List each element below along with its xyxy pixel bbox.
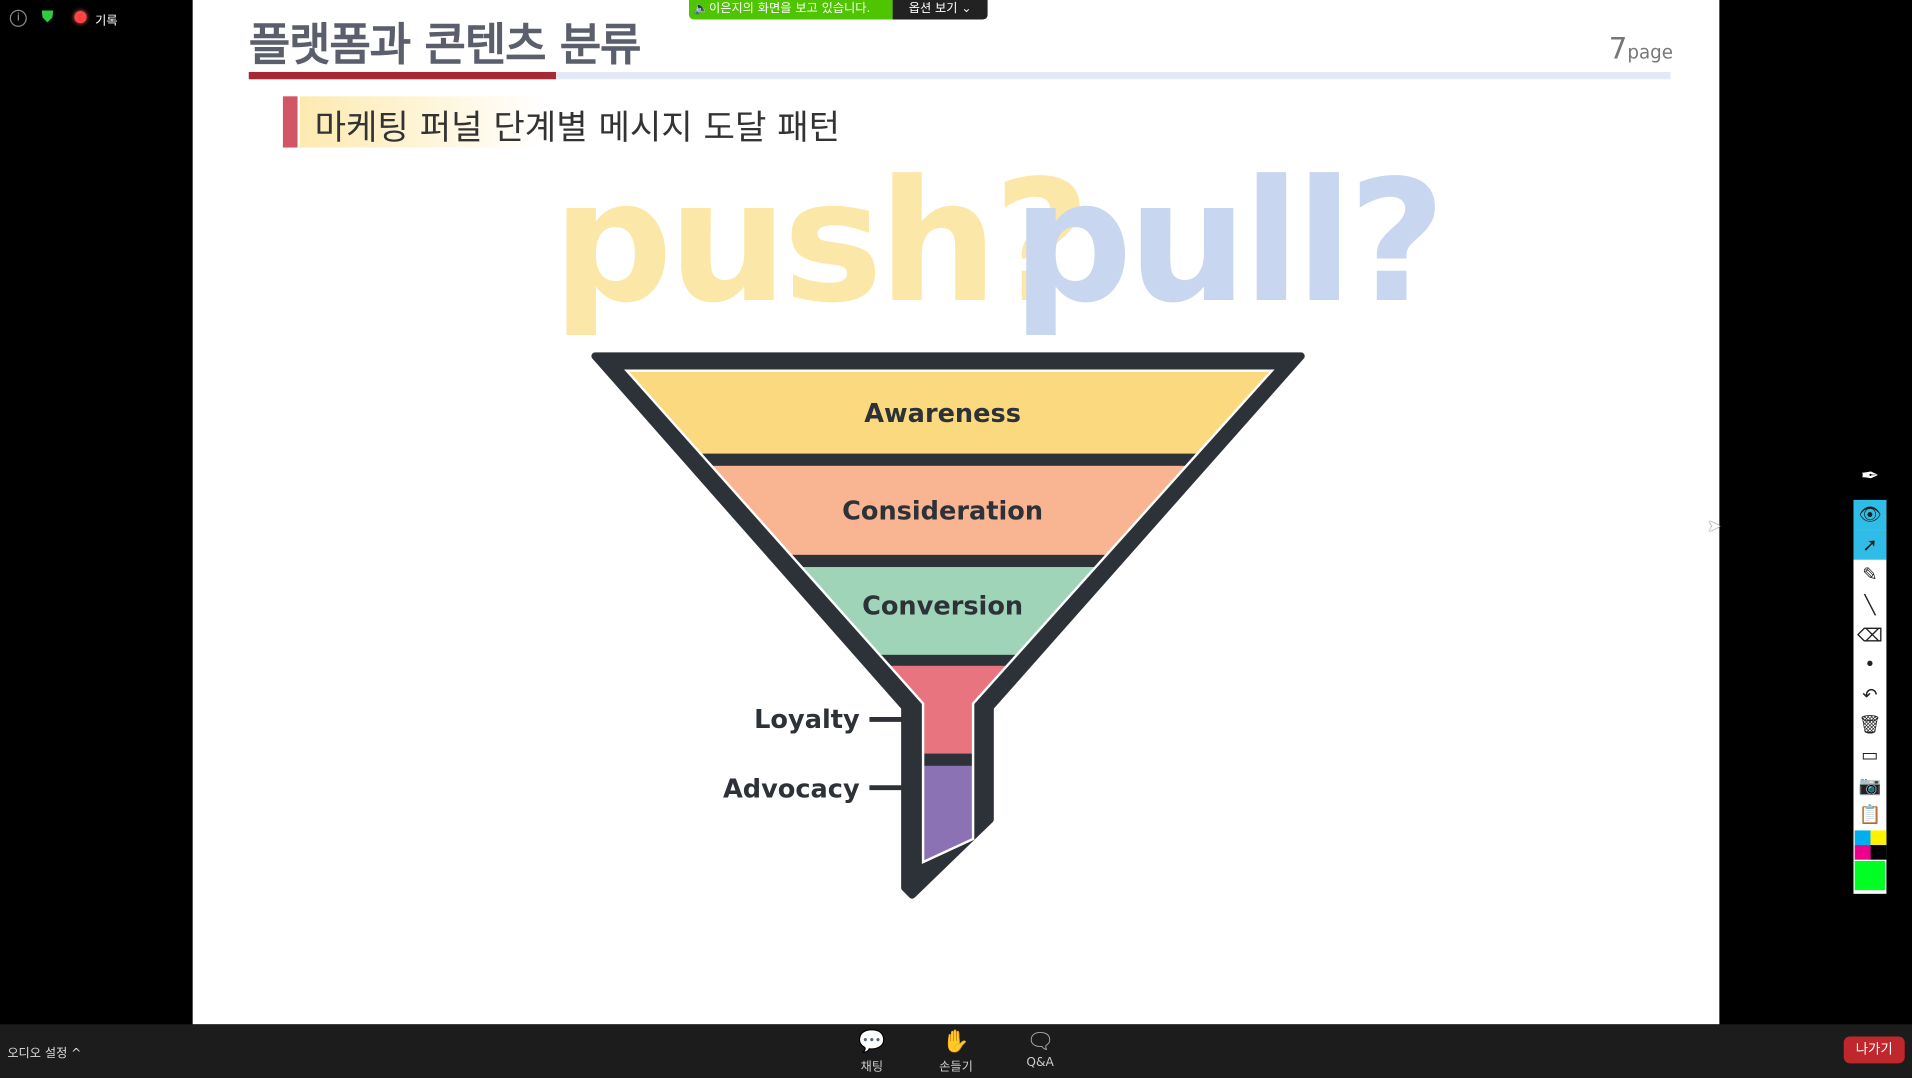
annotate-pen-icon[interactable]: ✒ [1860,463,1880,489]
funnel-inner-outline [624,369,1275,865]
color-cyan[interactable] [1854,829,1871,845]
color-magenta[interactable] [1854,844,1871,860]
funnel-diagram: Awareness Consideration Conversion Loyal… [591,352,1305,899]
qa-icon: 🗨 [1026,1029,1055,1055]
whiteboard-icon[interactable]: ▭ [1861,743,1879,766]
info-icon[interactable]: i [9,9,27,27]
slide-subtitle: 마케팅 퍼널 단계별 메시지 도달 패턴 [314,107,841,148]
qa-button[interactable]: 🗨Q&A [1010,1029,1071,1069]
eraser-icon[interactable]: ⌫ [1857,623,1883,646]
select-arrow-icon[interactable]: ➚ [1853,529,1887,560]
shared-slide: 플랫폼과 콘텐츠 분류 7page 마케팅 퍼널 단계별 메시지 도달 패턴 p… [192,0,1720,1025]
clipboard-icon[interactable]: 📋 [1858,803,1882,826]
color-yellow[interactable] [1870,829,1887,845]
subtitle-marker [282,96,298,148]
headline-push: push? [552,143,1090,341]
label-consideration: Consideration [842,496,1043,526]
label-loyalty: Loyalty [754,705,860,735]
color-palette [1854,829,1887,860]
record-icon [74,10,87,24]
screen-share-banner: 🔈이은지의 화면을 보고 있습니다. 옵션 보기 ⌄ [688,0,988,20]
label-advocacy: Advocacy [723,774,860,804]
label-conversion: Conversion [862,592,1023,622]
slide-title: 플랫폼과 콘텐츠 분류 [248,18,642,71]
dot-icon[interactable]: • [1864,653,1876,676]
band-awareness [626,370,1272,454]
title-underline [556,71,1671,80]
undo-icon[interactable]: ↶ [1862,683,1878,706]
page-number: 7page [1608,31,1674,66]
chat-button[interactable]: 💬채팅 [841,1029,902,1074]
leave-button[interactable]: 나가기 [1843,1036,1905,1064]
subtitle-highlight [299,96,544,148]
color-black[interactable] [1870,844,1887,860]
record-label: 기록 [95,14,118,29]
spotlight-eye-icon[interactable]: 👁 [1853,499,1887,530]
meeting-controls-bar: 오디오 설정 ^ 💬채팅 ✋손들기 🗨Q&A 나가기 [0,1024,1912,1078]
raise-hand-button[interactable]: ✋손들기 [926,1029,987,1074]
current-color-green[interactable] [1854,860,1886,890]
label-awareness: Awareness [864,399,1021,429]
trash-icon[interactable]: 🗑 [1858,713,1882,736]
speaker-icon: 🔈 [693,2,710,16]
audio-settings-button[interactable]: 오디오 설정 ^ [7,1047,82,1061]
title-underline-accent [248,71,557,80]
chat-icon: 💬 [858,1029,886,1055]
band-loyalty [626,665,1272,754]
share-status: 🔈이은지의 화면을 보고 있습니다. [688,0,893,20]
hand-icon: ✋ [942,1029,970,1055]
view-options-button[interactable]: 옵션 보기 ⌄ [892,0,988,20]
highlighter-icon[interactable]: ✎ [1862,563,1878,586]
shield-icon[interactable]: ⛊ [41,8,54,27]
annotation-toolbar: 👁 ➚ ✎ ╲ ⌫ • ↶ 🗑 ▭ 📷 📋 [1853,499,1887,894]
mouse-cursor-icon: ➤ [1707,517,1722,537]
camera-icon[interactable]: 📷 [1858,773,1882,796]
headline-pull: pull? [1012,143,1446,341]
line-icon[interactable]: ╲ [1864,593,1876,616]
